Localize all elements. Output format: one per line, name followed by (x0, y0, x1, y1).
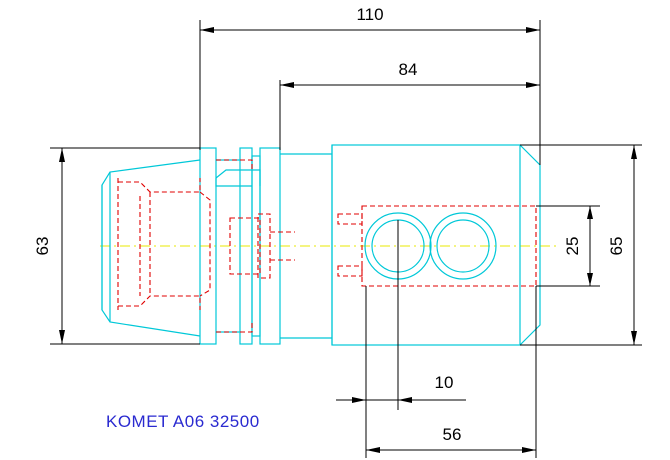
shank-outline (101, 159, 201, 337)
dim-56-label: 56 (443, 425, 462, 444)
dim-84: 84 (279, 60, 540, 150)
drawing-title: KOMET A06 32500 (106, 412, 260, 431)
body-outline (331, 144, 541, 346)
dim-65-label: 65 (607, 237, 626, 256)
dim-56: 56 (365, 286, 537, 458)
dim-10-label: 10 (435, 373, 454, 392)
dim-110: 110 (199, 5, 541, 165)
dim-63-label: 63 (33, 237, 52, 256)
hidden-lines (117, 159, 537, 333)
dim-25: 25 (536, 205, 600, 287)
dim-10: 10 (336, 220, 466, 410)
dim-84-label: 84 (399, 60, 418, 79)
dim-25-label: 25 (563, 237, 582, 256)
dim-63: 63 (33, 147, 200, 345)
bore-right (429, 212, 497, 280)
dim-110-label: 110 (356, 5, 383, 24)
dim-65: 65 (520, 144, 642, 346)
